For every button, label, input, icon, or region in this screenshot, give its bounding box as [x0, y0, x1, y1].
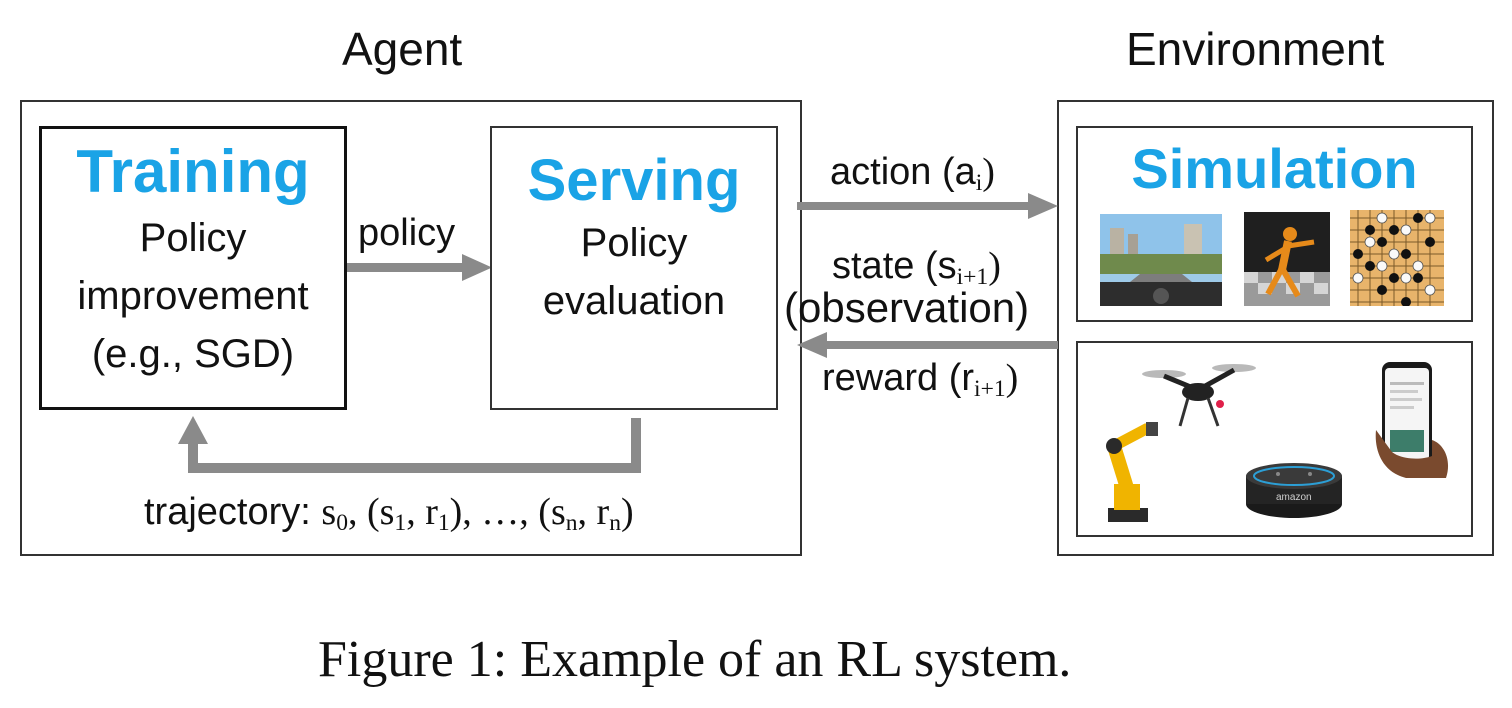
figure-number: Figure 1:: [318, 631, 508, 688]
training-line-1: Policy: [139, 216, 247, 260]
traj-s1-sub: 1: [394, 509, 407, 536]
training-title: Training: [76, 138, 310, 205]
reward-end: ): [1005, 357, 1019, 399]
training-box: Training Policy improvement (e.g., SGD): [39, 126, 347, 410]
trajectory-arrow-up: [188, 440, 198, 473]
trajectory-prefix: trajectory:: [144, 491, 322, 533]
traj-s0-base: s: [321, 491, 337, 533]
smartphone-image: [1372, 360, 1456, 480]
traj-r1-base: , r: [406, 491, 438, 533]
traj-r1-sub: 1: [437, 509, 450, 536]
reward-label: reward (ri+1): [822, 356, 1018, 403]
trajectory-label: trajectory: s0, (s1, r1), …, (sn, rn): [144, 490, 634, 537]
humanoid-sim-thumbnail: [1244, 212, 1330, 306]
drone-image: [1136, 350, 1260, 432]
serving-box: Serving Policy evaluation: [490, 126, 778, 410]
traj-s0-sub: 0: [336, 509, 348, 536]
state-word: state (s: [832, 245, 957, 287]
training-line-3: (e.g., SGD): [91, 332, 295, 376]
reward-word: reward (r: [822, 357, 975, 399]
state-sub: i+1: [956, 263, 989, 290]
state-arrow-shaft: [826, 341, 1058, 349]
trajectory-arrow-down: [631, 418, 641, 473]
robot-arm-image: [1084, 412, 1170, 524]
action-label: action (ai): [830, 150, 995, 197]
policy-arrow-head: [462, 254, 492, 281]
figure-caption: Figure 1: Example of an RL system.: [318, 630, 1071, 689]
state-arrow-head: [797, 332, 827, 358]
observation-label: (observation): [784, 284, 1030, 331]
action-arrow-shaft: [797, 202, 1029, 210]
traj-close: ): [620, 491, 634, 533]
traj-s1-base: , (s: [347, 491, 395, 533]
figure-caption-text: Example of an RL system.: [520, 631, 1072, 688]
trajectory-arrow-horizontal: [188, 463, 641, 473]
agent-title: Agent: [342, 23, 463, 75]
speaker-brand-label: amazon: [1276, 492, 1312, 503]
action-word: action (a: [830, 151, 976, 193]
traj-rn-sub: n: [609, 509, 621, 536]
traj-sn-base: ), …, (s: [449, 491, 566, 533]
traj-rn-base: , r: [577, 491, 610, 533]
serving-line-1: Policy: [580, 221, 688, 265]
serving-line-2: evaluation: [542, 279, 726, 323]
trajectory-arrow-head: [178, 416, 208, 444]
trajectory-formula: s0, (s1, r1), …, (sn, rn): [321, 491, 634, 536]
policy-arrow-shaft: [346, 263, 464, 272]
traj-sn-sub: n: [565, 509, 578, 536]
state-label: state (si+1): [832, 244, 1001, 291]
action-sub: i: [975, 169, 983, 196]
environment-title: Environment: [1126, 23, 1385, 75]
driving-sim-thumbnail: [1100, 214, 1222, 306]
action-end: ): [982, 151, 995, 193]
serving-title: Serving: [527, 148, 741, 213]
training-line-2: improvement: [77, 274, 309, 318]
go-board-thumbnail: [1350, 210, 1444, 306]
simulation-title: Simulation: [1131, 137, 1418, 200]
policy-label: policy: [358, 212, 456, 254]
action-arrow-head: [1028, 193, 1058, 219]
smart-speaker-image: amazon: [1242, 456, 1346, 522]
reward-sub: i+1: [974, 375, 1006, 402]
state-end: ): [988, 245, 1001, 287]
